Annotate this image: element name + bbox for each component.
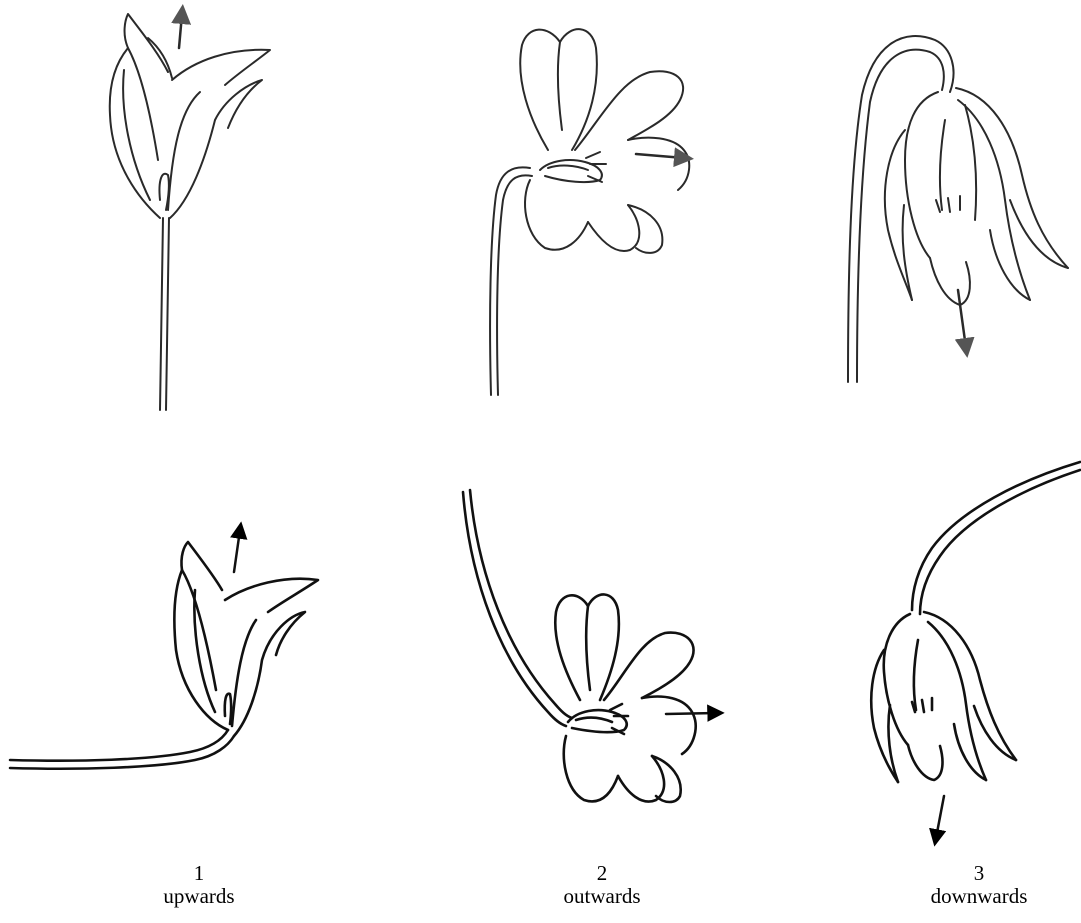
arrow-upwards-bottom (234, 530, 240, 572)
flower-outwards-bottom-stem (463, 490, 572, 726)
flower-outwards-top (490, 29, 689, 395)
arrow-downwards-bottom (936, 796, 944, 838)
flower-downwards-top-stem (848, 36, 954, 382)
flower-outwards-bottom-petals (555, 594, 695, 802)
flower-upwards-bottom (10, 530, 318, 769)
caption-upwards-label: upwards (99, 885, 299, 908)
caption-downwards-number: 3 (879, 862, 1079, 885)
flower-downwards-bottom-stem (912, 462, 1080, 614)
arrow-downwards-top (958, 290, 966, 348)
flower-outwards-top-petals (520, 29, 689, 253)
flower-downwards-top-petals (885, 88, 1068, 305)
caption-outwards-number: 2 (502, 862, 702, 885)
caption-downwards-label: downwards (879, 885, 1079, 908)
arrow-upwards-top (179, 14, 182, 48)
flower-outwards-bottom (463, 490, 716, 802)
caption-downwards: 3 downwards (879, 862, 1079, 908)
caption-upwards-number: 1 (99, 862, 299, 885)
flower-drawings (0, 0, 1081, 860)
flower-upwards-top-petals (110, 14, 270, 218)
flower-upwards-bottom-petals (174, 542, 318, 736)
flower-upwards-top-stem (160, 218, 169, 410)
flower-downwards-top (848, 36, 1068, 382)
caption-outwards-label: outwards (502, 885, 702, 908)
arrow-outwards-bottom (666, 713, 716, 714)
flower-downwards-bottom-petals (871, 612, 1016, 782)
arrow-outwards-top (636, 154, 684, 158)
caption-upwards: 1 upwards (99, 862, 299, 908)
flower-upwards-bottom-stem (10, 730, 234, 769)
flower-downwards-bottom (871, 462, 1080, 838)
flower-upwards-top (110, 14, 270, 410)
caption-outwards: 2 outwards (502, 862, 702, 908)
